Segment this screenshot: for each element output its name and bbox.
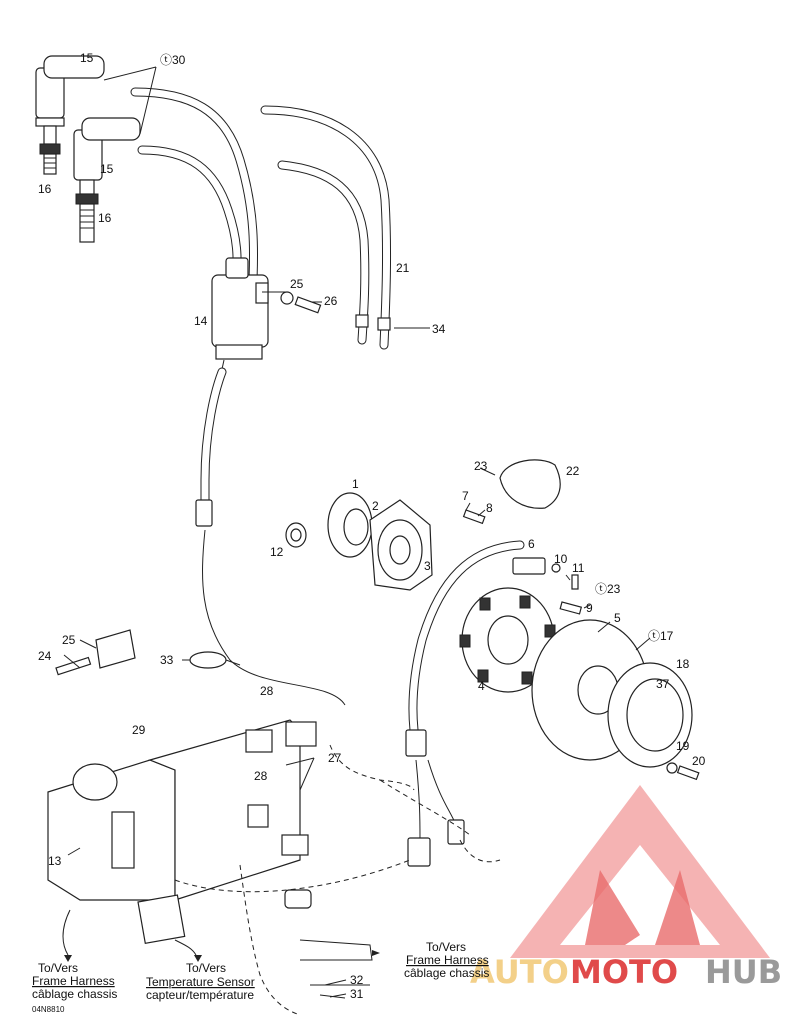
callout-6: 6 — [528, 537, 535, 551]
callout-13: 13 — [48, 854, 62, 868]
callout-25b: 25 — [62, 633, 76, 647]
torque-symbol-17: ⓣ — [648, 629, 660, 643]
ignition-leads — [130, 87, 392, 350]
trigger-cover — [499, 459, 561, 509]
caption-french: câblage chassis — [404, 966, 489, 980]
drawing-code: 04N8810 — [32, 1005, 65, 1014]
callout-9: 9 — [586, 601, 593, 615]
callout-4: 4 — [478, 679, 485, 693]
callout-16a: 16 — [38, 182, 52, 196]
stator — [459, 587, 556, 693]
callout-24: 24 — [38, 649, 52, 663]
mpem-module — [137, 894, 186, 945]
callout-30-group: ⓣ 30 — [160, 53, 186, 67]
callout-15a: 15 — [80, 51, 94, 65]
callout-17-group: ⓣ 17 — [648, 629, 674, 643]
stator-screws — [462, 509, 583, 615]
callout-34: 34 — [432, 322, 446, 336]
caption-english: Frame Harness — [406, 953, 489, 967]
trigger-coil — [512, 557, 561, 575]
watermark-logo: AUTO MOTO HUB — [470, 785, 782, 991]
watermark-text-moto: MOTO — [570, 953, 678, 991]
callout-25a: 25 — [290, 277, 304, 291]
caption-to-vers: To/Vers — [186, 961, 226, 975]
callout-23a: 23 — [474, 459, 488, 473]
callout-16b: 16 — [98, 211, 112, 225]
callout-labels: 1 2 3 4 5 6 7 8 9 10 11 12 13 14 15 15 1… — [38, 51, 706, 1001]
watermark-m-right — [655, 870, 700, 945]
callout-7: 7 — [462, 489, 469, 503]
watermark-text-auto: AUTO — [470, 953, 569, 991]
callout-33: 33 — [160, 653, 174, 667]
bracket-24-25 — [55, 629, 136, 676]
caption-french: câblage chassis — [32, 987, 117, 1001]
spark-plug-cap-upper — [35, 55, 105, 127]
callout-28a: 28 — [260, 684, 274, 698]
callout-26: 26 — [324, 294, 338, 308]
caption-to-vers: To/Vers — [426, 940, 466, 954]
callout-20: 20 — [692, 754, 706, 768]
caption-frame-harness-right: To/Vers Frame Harness câblage chassis — [404, 940, 489, 980]
callout-32: 32 — [350, 973, 364, 987]
electrical-box — [47, 719, 301, 901]
torque-symbol-23: ⓣ — [595, 582, 607, 596]
callout-29: 29 — [132, 723, 146, 737]
callout-15b: 15 — [100, 162, 114, 176]
destination-arrows — [64, 950, 380, 962]
callout-18: 18 — [676, 657, 690, 671]
oil-seal — [327, 492, 373, 558]
callout-10: 10 — [554, 552, 568, 566]
spark-plug-cap-lower — [73, 117, 141, 181]
watermark-text-hub: HUB — [705, 953, 782, 991]
spark-plug-upper — [39, 125, 61, 175]
watermark-m-left — [585, 870, 640, 945]
caption-english: Temperature Sensor — [146, 975, 255, 989]
coil-primary-wire — [195, 367, 346, 706]
callout-19: 19 — [676, 739, 690, 753]
leader-lines — [63, 66, 651, 998]
callout-21: 21 — [396, 261, 410, 275]
spark-plug-lower — [75, 179, 99, 243]
callout-8: 8 — [486, 501, 493, 515]
caption-to-vers: To/Vers — [38, 961, 78, 975]
callout-14: 14 — [194, 314, 208, 328]
coil-bolt — [280, 291, 322, 314]
flywheel-bolt — [666, 762, 700, 781]
stator-harness — [405, 540, 525, 867]
callout-3: 3 — [424, 559, 431, 573]
callout-1: 1 — [352, 477, 359, 491]
connectors-28 — [245, 721, 317, 856]
callout-37: 37 — [656, 677, 670, 691]
caption-frame-harness-left: To/Vers Frame Harness câblage chassis — [32, 961, 117, 1001]
bushing — [285, 522, 307, 548]
callout-17: 17 — [660, 629, 674, 643]
flywheel-cover — [607, 662, 693, 768]
callout-11: 11 — [572, 561, 585, 575]
callout-30: 30 — [172, 53, 186, 67]
callout-5: 5 — [614, 611, 621, 625]
wiring-loom — [62, 744, 501, 1016]
callout-31: 31 — [350, 987, 364, 1001]
callout-12: 12 — [270, 545, 284, 559]
lead-clamps — [355, 314, 391, 331]
caption-english: Frame Harness — [32, 974, 115, 988]
callout-2: 2 — [372, 499, 379, 513]
callout-23b-group: ⓣ 23 — [595, 582, 621, 596]
callout-28b: 28 — [254, 769, 268, 783]
caption-french: capteur/température — [146, 988, 254, 1002]
magneto-housing — [369, 499, 433, 591]
callout-22: 22 — [566, 464, 580, 478]
cable-tie — [189, 651, 241, 669]
caption-temperature-sensor: To/Vers Temperature Sensor capteur/tempé… — [146, 961, 255, 1002]
callout-23b: 23 — [607, 582, 621, 596]
torque-symbol-30: ⓣ — [160, 53, 172, 67]
callout-27: 27 — [328, 751, 342, 765]
